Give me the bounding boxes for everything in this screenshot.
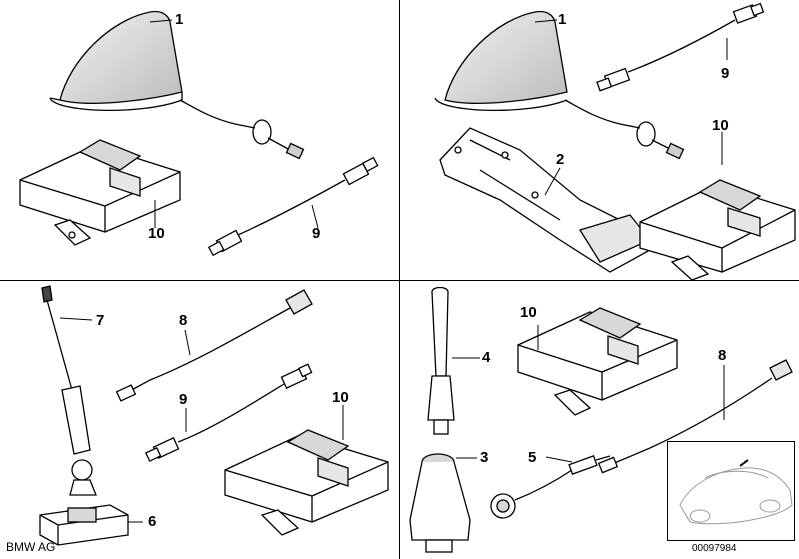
q3-cable-8 xyxy=(115,289,313,402)
q2-leaders xyxy=(534,19,728,196)
callout-7-q3: 7 xyxy=(96,312,105,329)
vertical-divider xyxy=(399,0,400,559)
q1-module xyxy=(19,139,181,246)
document-number: 00097984 xyxy=(692,543,737,554)
q1-shark-antenna xyxy=(49,10,305,160)
callout-9-q3: 9 xyxy=(179,391,188,408)
callout-1-q2: 1 xyxy=(558,11,567,28)
q2-shark-antenna xyxy=(434,10,685,160)
q3-leaders xyxy=(59,317,344,523)
vehicle-thumbnail-frame xyxy=(667,441,795,541)
callout-9-q2: 9 xyxy=(721,65,730,82)
q4-module xyxy=(517,307,678,416)
callout-8-q4: 8 xyxy=(718,347,727,364)
q1-cable xyxy=(207,156,379,257)
callout-10-q3: 10 xyxy=(332,389,349,406)
q2-bracket xyxy=(439,127,652,273)
callout-5-q4: 5 xyxy=(528,449,537,466)
callout-2-q2: 2 xyxy=(556,151,565,168)
callout-9-q1: 9 xyxy=(312,225,321,242)
callout-6-q3: 6 xyxy=(148,513,157,530)
callout-3-q4: 3 xyxy=(480,449,489,466)
callout-10-q1: 10 xyxy=(148,225,165,242)
callout-1-q1: 1 xyxy=(175,11,184,28)
q1-leaders xyxy=(149,19,319,229)
q4-leaders xyxy=(452,325,725,463)
q2-module xyxy=(639,179,796,281)
callout-10-q4: 10 xyxy=(520,304,537,321)
q3-module xyxy=(224,429,389,536)
q3-cable-9 xyxy=(145,363,313,462)
horizontal-divider xyxy=(0,280,799,281)
car-thumbnail-sketch xyxy=(679,459,793,525)
q3-base xyxy=(39,504,129,546)
q4-cable-8 xyxy=(597,359,793,474)
q3-rod-antenna xyxy=(41,285,97,496)
callout-10-q2: 10 xyxy=(712,117,729,134)
q2-cable xyxy=(596,2,765,92)
q4-stub-antenna xyxy=(427,286,455,435)
q4-cable-5 xyxy=(490,455,611,519)
callout-8-q3: 8 xyxy=(179,312,188,329)
brand-label: BMW AG xyxy=(6,540,56,554)
q4-base xyxy=(409,453,471,553)
callout-4-q4: 4 xyxy=(482,349,491,366)
